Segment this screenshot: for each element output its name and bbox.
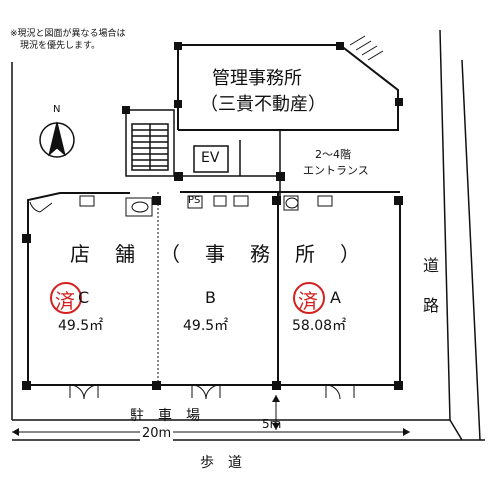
disclaimer-line-2: 現況を優先します。 <box>20 41 101 51</box>
north-arrow <box>39 121 75 158</box>
unit-a-id: A <box>330 288 341 307</box>
store-title-char: 舗 <box>115 242 135 266</box>
unit-a-area: 58.08㎡ <box>292 318 347 334</box>
dim-5m-label: 5m <box>262 417 282 431</box>
entrance-line-1: 2～4階 <box>315 148 351 161</box>
management-office-line-2: （三貴不動産） <box>200 94 326 115</box>
store-title-char: 事 <box>205 242 225 266</box>
store-title-char: ） <box>340 242 360 266</box>
store-title-char: （ <box>160 242 180 266</box>
staircase <box>125 109 175 177</box>
unit-b-id: B <box>205 288 216 307</box>
unit-c-id: C <box>78 288 90 307</box>
road-char-2: 路 <box>423 296 440 315</box>
disclaimer-note: ※現況と図面が異なる場合は 現況を優先します。 <box>10 28 200 52</box>
unit-b-area: 49.5㎡ <box>183 318 229 334</box>
sold-stamp-a-ring <box>293 282 325 314</box>
road-char-1: 道 <box>423 256 440 275</box>
store-title-char: 所 <box>295 242 315 266</box>
sold-stamp-c: 済 <box>55 289 75 313</box>
parking-label: 駐 車 場 <box>130 408 200 424</box>
elevator-label: EV <box>201 150 220 166</box>
road-edge-line <box>439 29 451 421</box>
dim-20m-label: 20m <box>140 426 174 441</box>
sold-stamp-a: 済 <box>298 289 318 313</box>
unit-c-area: 49.5㎡ <box>58 318 104 334</box>
toilets <box>79 195 333 217</box>
sold-stamp-c-ring <box>50 282 82 314</box>
disclaimer-line-1: ※現況と図面が異なる場合は <box>10 29 126 39</box>
store-title-char: 店 <box>70 242 90 266</box>
front-doors <box>69 384 355 400</box>
stair-corner <box>349 35 384 61</box>
ps-label: PS <box>188 195 201 206</box>
sidewalk-label: 歩 道 <box>200 455 242 471</box>
entrance-line-2: エントランス <box>303 164 369 177</box>
store-title-char: 務 <box>250 242 270 266</box>
management-office-outline <box>177 44 399 131</box>
north-label: N <box>53 104 61 115</box>
store-outline <box>27 191 401 386</box>
road-outer-line <box>461 59 481 441</box>
store-title: 店 舗 （ 事 務 所 ） <box>70 238 360 267</box>
management-office-line-1: 管理事務所 <box>212 68 302 89</box>
elevator-box <box>193 145 229 173</box>
